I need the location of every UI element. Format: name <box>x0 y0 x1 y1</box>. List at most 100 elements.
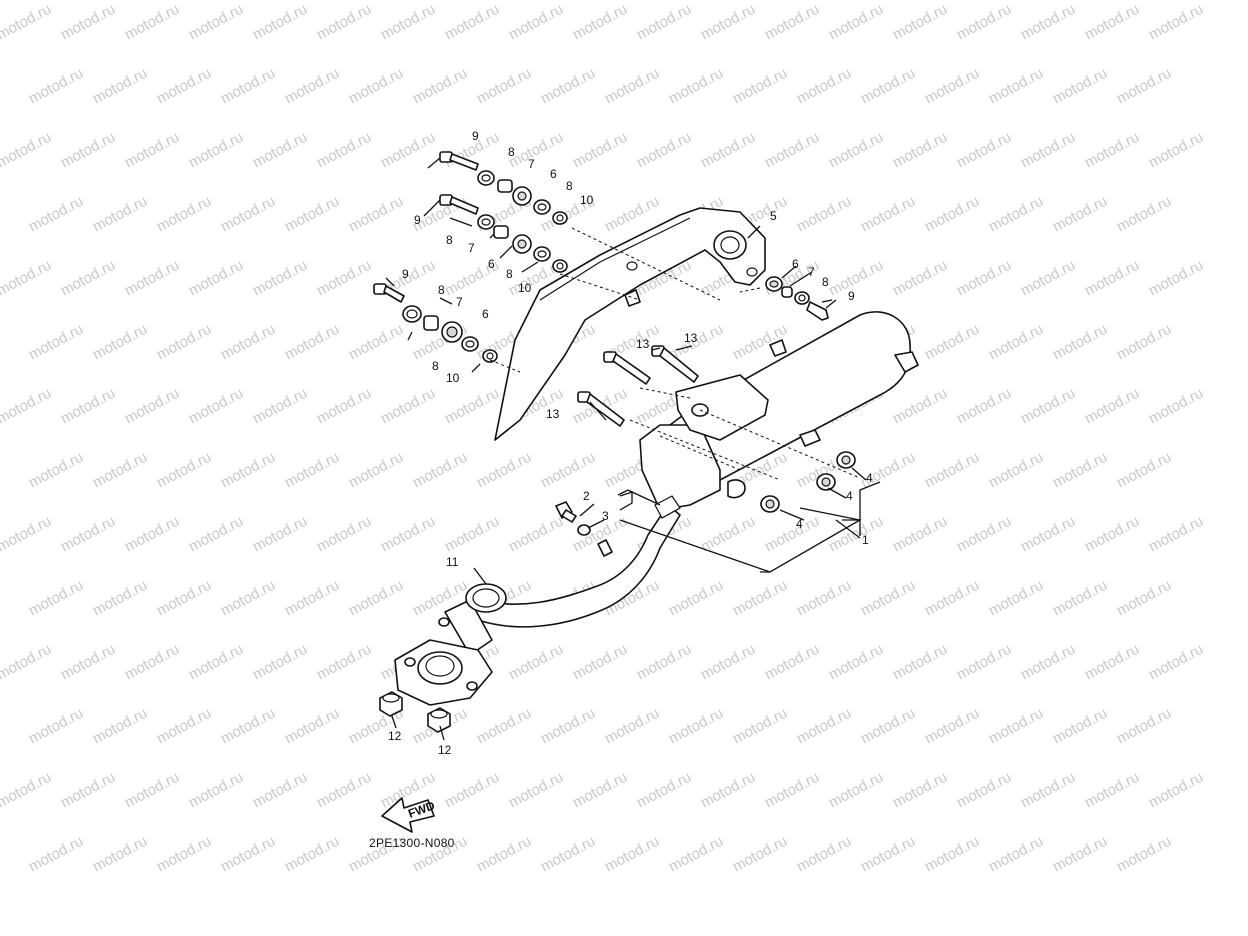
watermark-text: motod.ru <box>1018 769 1078 812</box>
bolt-13-set <box>577 345 699 427</box>
watermark-text: motod.ru <box>794 65 854 108</box>
watermark-text: motod.ru <box>730 65 790 108</box>
watermark-text: motod.ru <box>218 65 278 108</box>
watermark-text: motod.ru <box>154 65 214 108</box>
watermark-text: motod.ru <box>26 321 86 364</box>
washer-8e <box>402 305 422 323</box>
washer-8c <box>477 214 495 230</box>
watermark-text: motod.ru <box>1082 769 1142 812</box>
watermark-text: motod.ru <box>634 769 694 812</box>
watermark-text: motod.ru <box>58 129 118 172</box>
watermark-text: motod.ru <box>762 769 822 812</box>
watermark-text: motod.ru <box>506 513 566 556</box>
watermark-text: motod.ru <box>858 577 918 620</box>
collar-7b <box>493 225 509 239</box>
watermark-text: motod.ru <box>794 577 854 620</box>
grommet-6a <box>512 186 532 206</box>
callout-3: 3 <box>602 509 609 523</box>
damper-set <box>760 451 856 513</box>
callout-13b: 13 <box>684 331 698 345</box>
watermark-text: motod.ru <box>602 833 662 876</box>
bolt-9d <box>806 301 829 321</box>
watermark-text: motod.ru <box>954 513 1014 556</box>
watermark-text: motod.ru <box>90 65 150 108</box>
callout-7c: 7 <box>456 295 463 309</box>
watermark-text: motod.ru <box>762 513 822 556</box>
exhaust-pipe <box>394 504 681 706</box>
washer-10b <box>552 259 568 273</box>
watermark-text: motod.ru <box>1050 193 1110 236</box>
diagram-code: 2PE1300-N080 <box>369 836 455 850</box>
watermark-text: motod.ru <box>218 449 278 492</box>
watermark-text: motod.ru <box>1050 65 1110 108</box>
watermark-text: motod.ru <box>890 1 950 44</box>
watermark-text: motod.ru <box>58 257 118 300</box>
callout-10b: 10 <box>518 281 532 295</box>
watermark-text: motod.ru <box>250 129 310 172</box>
watermark-text: motod.ru <box>282 449 342 492</box>
watermark-text: motod.ru <box>1146 385 1206 428</box>
watermark-text: motod.ru <box>538 449 598 492</box>
watermark-text: motod.ru <box>762 641 822 684</box>
watermark-text: motod.ru <box>826 641 886 684</box>
watermark-text: motod.ru <box>58 385 118 428</box>
watermark-text: motod.ru <box>698 129 758 172</box>
watermark-text: motod.ru <box>634 641 694 684</box>
watermark-text: motod.ru <box>826 1 886 44</box>
watermark-text: motod.ru <box>442 513 502 556</box>
watermark-text: motod.ru <box>474 705 534 748</box>
watermark-text: motod.ru <box>922 65 982 108</box>
callout-8e: 8 <box>438 283 445 297</box>
watermark-text: motod.ru <box>314 129 374 172</box>
watermark-text: motod.ru <box>570 641 630 684</box>
watermark-text: motod.ru <box>506 769 566 812</box>
watermark-text: motod.ru <box>698 769 758 812</box>
watermark-text: motod.ru <box>858 65 918 108</box>
watermark-text: motod.ru <box>890 257 950 300</box>
damper-4a <box>836 451 856 469</box>
callout-4c: 4 <box>796 517 803 531</box>
watermark-text: motod.ru <box>442 769 502 812</box>
watermark-text: motod.ru <box>186 641 246 684</box>
watermark-text: motod.ru <box>986 65 1046 108</box>
watermark-text: motod.ru <box>1018 1 1078 44</box>
callout-13c: 13 <box>546 407 560 421</box>
watermark-text: motod.ru <box>794 193 854 236</box>
watermark-text: motod.ru <box>0 385 54 428</box>
watermark-text: motod.ru <box>90 193 150 236</box>
watermark-text: motod.ru <box>570 1 630 44</box>
watermark-text: motod.ru <box>90 705 150 748</box>
watermark-text: motod.ru <box>250 385 310 428</box>
watermark-text: motod.ru <box>26 833 86 876</box>
watermark-text: motod.ru <box>1082 513 1142 556</box>
watermark-text: motod.ru <box>730 705 790 748</box>
watermark-text: motod.ru <box>1082 641 1142 684</box>
watermark-text: motod.ru <box>26 705 86 748</box>
watermark-text: motod.ru <box>538 705 598 748</box>
damper-4b <box>816 473 836 491</box>
watermark-text: motod.ru <box>378 513 438 556</box>
watermark-text: motod.ru <box>218 833 278 876</box>
watermark-text: motod.ru <box>1018 641 1078 684</box>
watermark-text: motod.ru <box>218 577 278 620</box>
watermark-text: motod.ru <box>1018 385 1078 428</box>
callout-5: 5 <box>770 209 777 223</box>
watermark-text: motod.ru <box>890 769 950 812</box>
watermark-text: motod.ru <box>474 449 534 492</box>
watermark-text: motod.ru <box>378 1 438 44</box>
watermark-text: motod.ru <box>186 769 246 812</box>
callout-11: 11 <box>446 555 459 569</box>
watermark-text: motod.ru <box>26 65 86 108</box>
collar-7a <box>497 179 513 193</box>
watermark-text: motod.ru <box>122 385 182 428</box>
watermark-text: motod.ru <box>186 1 246 44</box>
callout-12a: 12 <box>388 729 402 743</box>
watermark-text: motod.ru <box>250 641 310 684</box>
callout-8g: 8 <box>822 275 829 289</box>
watermark-text: motod.ru <box>922 449 982 492</box>
watermark-text: motod.ru <box>122 257 182 300</box>
watermark-text: motod.ru <box>218 705 278 748</box>
watermark-text: motod.ru <box>1114 833 1174 876</box>
